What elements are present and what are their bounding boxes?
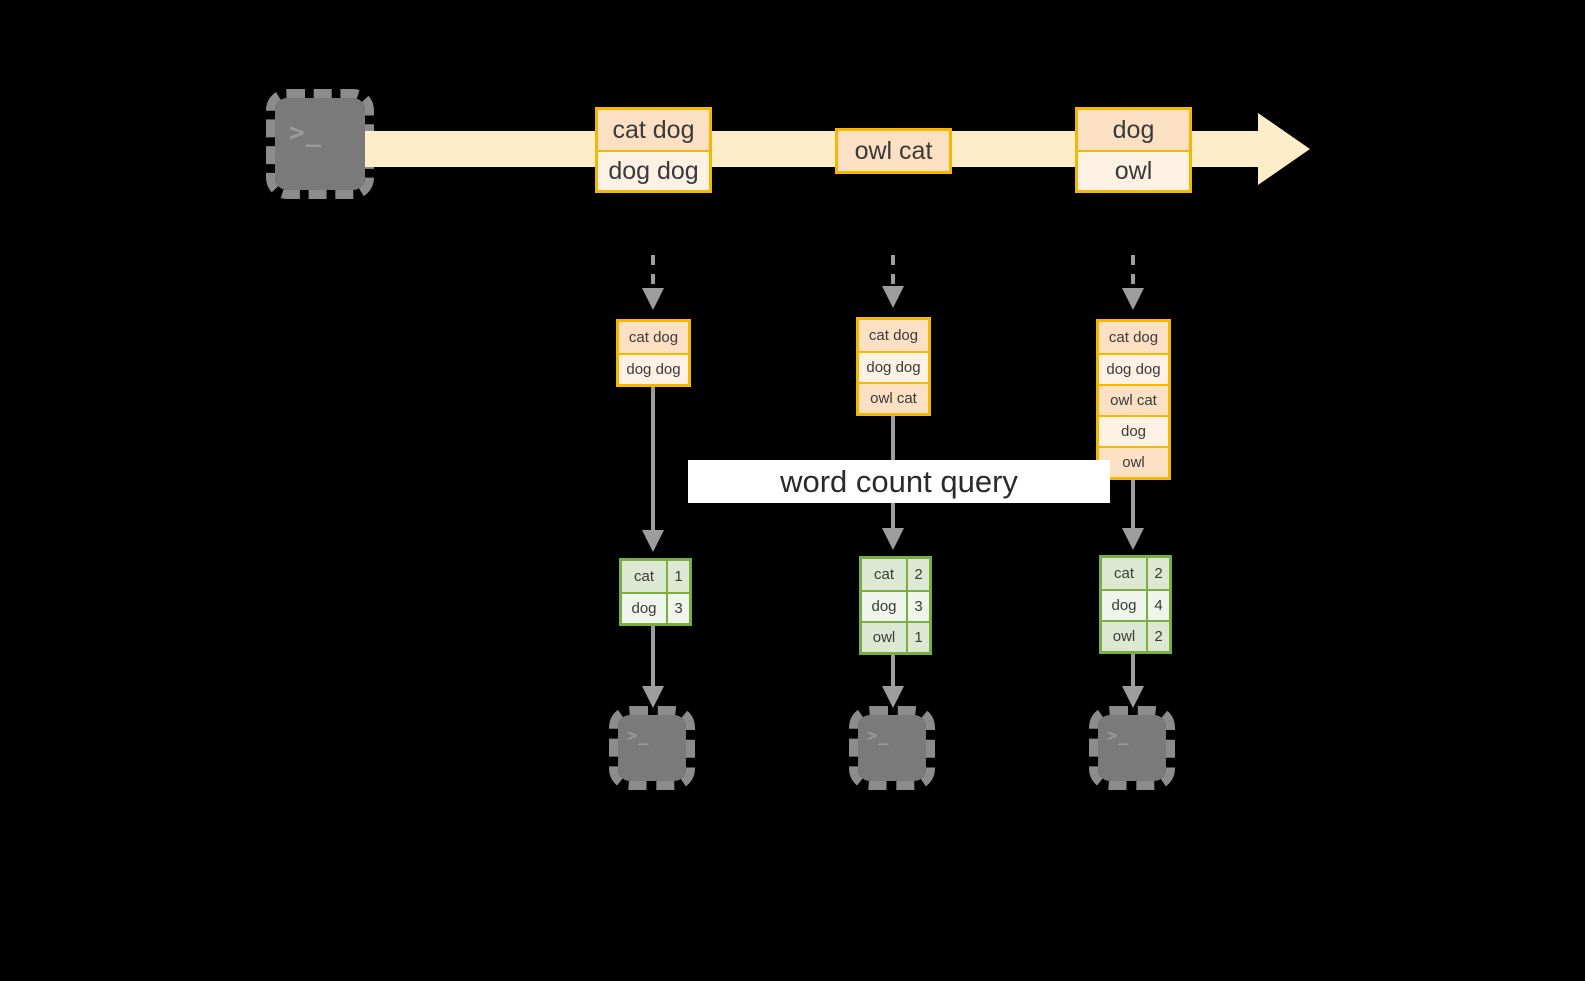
table-row: owl 1 — [862, 621, 929, 652]
snapshot-2-result-word-3: owl — [862, 623, 906, 652]
snapshot-2-input-line-1: cat dog — [859, 320, 928, 351]
query-label-text: word count query — [780, 463, 1018, 499]
snapshot-2-result-table: cat 2 dog 3 owl 1 — [859, 556, 932, 655]
snapshot-3-input-box: cat dog dog dog owl cat dog owl — [1096, 319, 1171, 480]
snapshot-1-input-box: cat dog dog dog — [616, 319, 691, 387]
query-label: word count query — [688, 460, 1110, 503]
source-terminal-icon: >_ — [266, 89, 374, 199]
stream-group-3: dog owl — [1075, 107, 1192, 193]
snapshot-3-input-line-3: owl cat — [1099, 384, 1168, 415]
snapshot-1-query-arrow-icon — [642, 530, 664, 552]
snapshot-2-sink-arrow-icon — [882, 686, 904, 708]
snapshot-3-result-count-2: 4 — [1146, 591, 1169, 620]
stream-group-1-line-2: dog dog — [598, 150, 709, 190]
snapshot-1-result-word-1: cat — [622, 561, 666, 592]
stream-group-3-line-1: dog — [1078, 110, 1189, 150]
snapshot-1-result-word-2: dog — [622, 594, 666, 623]
snapshot-3-result-count-3: 2 — [1146, 622, 1169, 651]
snapshot-2-result-word-1: cat — [862, 559, 906, 590]
snapshot-1-input-line-2: dog dog — [619, 353, 688, 384]
stream-group-1: cat dog dog dog — [595, 107, 712, 193]
terminal-prompt-glyph: >_ — [289, 118, 323, 148]
snapshot-2-trigger-line — [891, 255, 895, 291]
snapshot-3-trigger-line — [1131, 255, 1135, 293]
snapshot-2-result-count-2: 3 — [906, 592, 929, 621]
snapshot-2-input-line-2: dog dog — [859, 351, 928, 382]
stream-group-2-line-1: owl cat — [838, 131, 949, 171]
snapshot-2-result-word-2: dog — [862, 592, 906, 621]
terminal-hatch-border — [1089, 706, 1175, 790]
snapshot-3-input-line-5: owl — [1099, 446, 1168, 477]
snapshot-2-input-line-3: owl cat — [859, 382, 928, 413]
snapshot-3-result-word-3: owl — [1102, 622, 1146, 651]
snapshot-3-sink-line — [1131, 650, 1135, 690]
snapshot-2-input-box: cat dog dog dog owl cat — [856, 317, 931, 416]
snapshot-3-input-line-1: cat dog — [1099, 322, 1168, 353]
snapshot-3-sink-arrow-icon — [1122, 686, 1144, 708]
table-row: owl 2 — [1102, 620, 1169, 651]
snapshot-3-input-line-2: dog dog — [1099, 353, 1168, 384]
snapshot-3-result-count-1: 2 — [1146, 558, 1169, 589]
snapshot-1-trigger-line — [651, 255, 655, 293]
snapshot-2-result-count-3: 1 — [906, 623, 929, 652]
terminal-hatch-border — [609, 706, 695, 790]
snapshot-2-sink-terminal-icon: >_ — [849, 706, 935, 790]
snapshot-2-query-arrow-icon — [882, 528, 904, 550]
terminal-prompt-glyph: >_ — [867, 726, 890, 746]
terminal-prompt-glyph: >_ — [627, 726, 650, 746]
snapshot-3-result-table: cat 2 dog 4 owl 2 — [1099, 555, 1172, 654]
table-row: cat 1 — [622, 561, 689, 592]
snapshot-1-input-line-1: cat dog — [619, 322, 688, 353]
snapshot-3-result-word-2: dog — [1102, 591, 1146, 620]
snapshot-3-input-line-4: dog — [1099, 415, 1168, 446]
snapshot-1-sink-arrow-icon — [642, 686, 664, 708]
stream-group-1-line-1: cat dog — [598, 110, 709, 150]
table-row: dog 3 — [862, 590, 929, 621]
stream-arrow-head-icon — [1258, 113, 1310, 185]
snapshot-3-query-arrow-icon — [1122, 528, 1144, 550]
snapshot-3-query-line — [1131, 476, 1135, 533]
snapshot-1-trigger-arrow-icon — [642, 288, 664, 310]
stream-group-3-line-2: owl — [1078, 150, 1189, 190]
snapshot-1-result-table: cat 1 dog 3 — [619, 558, 692, 626]
snapshot-1-result-count-1: 1 — [666, 561, 689, 592]
snapshot-3-result-word-1: cat — [1102, 558, 1146, 589]
stream-group-2: owl cat — [835, 128, 952, 174]
terminal-prompt-glyph: >_ — [1107, 726, 1130, 746]
snapshot-3-trigger-arrow-icon — [1122, 288, 1144, 310]
snapshot-1-sink-line — [651, 622, 655, 690]
snapshot-2-trigger-arrow-icon — [882, 286, 904, 308]
snapshot-2-result-count-1: 2 — [906, 559, 929, 590]
terminal-hatch-border — [849, 706, 935, 790]
table-row: cat 2 — [862, 559, 929, 590]
snapshot-3-sink-terminal-icon: >_ — [1089, 706, 1175, 790]
snapshot-1-result-count-2: 3 — [666, 594, 689, 623]
snapshot-2-sink-line — [891, 651, 895, 690]
table-row: dog 3 — [622, 592, 689, 623]
snapshot-1-sink-terminal-icon: >_ — [609, 706, 695, 790]
table-row: cat 2 — [1102, 558, 1169, 589]
table-row: dog 4 — [1102, 589, 1169, 620]
snapshot-1-query-line — [651, 383, 655, 535]
